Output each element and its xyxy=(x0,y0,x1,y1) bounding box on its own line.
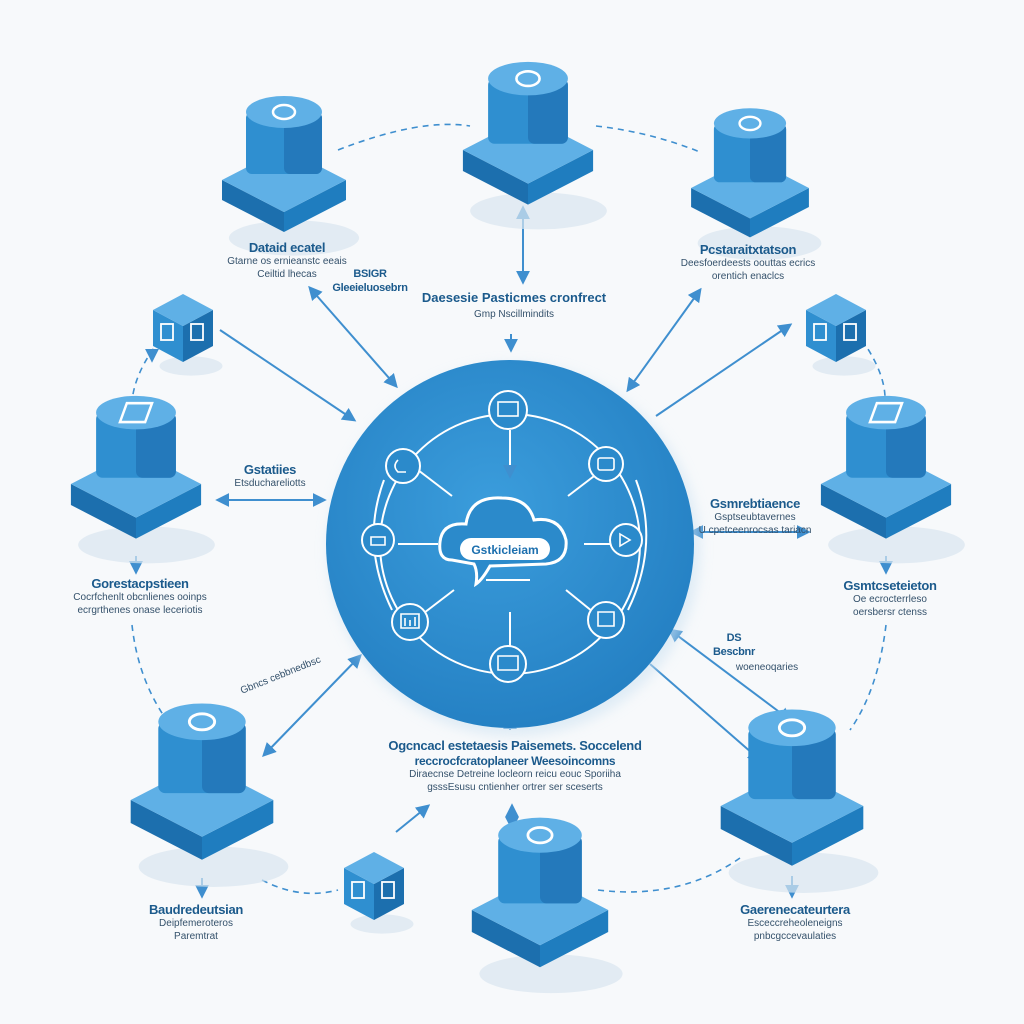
hub-subcaption: Gmp Nscillmindits xyxy=(474,309,554,320)
node-title: Ogcncacl estetaesis Paisemets. Soccelend xyxy=(388,738,642,753)
node-label-br: Gaerenecateurtera Esceccreheoleneigns pn… xyxy=(710,902,880,943)
node-desc: reccrocfcratoplaneer Weesoincomns xyxy=(414,754,616,769)
side-note-text: woeneoqaries xyxy=(735,662,799,673)
server-stack-bottom xyxy=(471,817,623,994)
node-label-bl: Baudredeutsian Deipfemeroteros Paremtrat xyxy=(126,902,266,943)
node-title: Pcstaraitxtatson xyxy=(699,242,797,257)
node-desc: Gsptseubtavernes xyxy=(714,512,796,524)
node-title: Baudredeutsian xyxy=(148,902,244,917)
hub-caption: Daesesie Pasticmes cronfrect xyxy=(422,290,607,305)
cube-left xyxy=(153,294,223,376)
side-note-text: Bescbnr xyxy=(713,645,755,658)
node-desc: ecrgrthenes onase leceriotis xyxy=(77,604,203,616)
central-hub: Gstkicleiam xyxy=(326,360,700,736)
cube-bottom xyxy=(344,852,414,934)
node-title: Gaerenecateurtera xyxy=(740,902,850,917)
server-stack-bottom-left xyxy=(130,703,289,887)
node-desc: Etsduchareliotts xyxy=(234,478,306,490)
node-label-mr: Gsmrebtiaence Gsptseubtavernes U cpetcee… xyxy=(690,496,820,537)
node-title: Gorestacpstieen xyxy=(91,576,189,591)
node-title: Gstatiies xyxy=(243,462,297,477)
node-desc: Cocrfchenlt obcnlienes ooinps xyxy=(73,592,207,604)
server-stack-mid-left xyxy=(70,395,215,564)
side-note-1: BSIGR Gleeieluosebrn xyxy=(322,268,418,296)
node-desc: Deipfemeroteros xyxy=(159,918,233,930)
cube-right xyxy=(806,294,876,376)
node-desc: Diraecnse Detreine locleorn reicu eouc S… xyxy=(409,769,621,781)
node-desc: Gtarne os ernieanstc eeais xyxy=(227,256,347,268)
side-note-text: BSIGR xyxy=(353,268,387,280)
node-title: Dataid ecatel xyxy=(248,240,326,255)
node-label-ml: Gstatiies Etsduchareliotts xyxy=(200,462,340,491)
node-desc: Oe ecrocterrleso xyxy=(853,594,927,606)
side-note-text: Gleeieluosebrn xyxy=(332,281,408,294)
node-label-bc: Ogcncacl estetaesis Paisemets. Soccelend… xyxy=(360,738,670,794)
hub-label: Gstkicleiam xyxy=(471,543,538,557)
side-note-2: DS Bescbnr xyxy=(704,632,764,660)
server-stack-top-right xyxy=(691,108,822,260)
node-label-tr: Pcstaraitxtatson Deesfoerdeests oouttas … xyxy=(668,242,828,283)
hub-satellite-icons xyxy=(361,390,643,683)
side-note-3: woeneoqaries xyxy=(722,662,812,675)
server-stack-top xyxy=(462,61,607,230)
node-label-mr2: Gsmtcseteieton Oe ecrocterrleso oersbers… xyxy=(810,578,970,619)
node-title: Gsmtcseteieton xyxy=(843,578,937,593)
server-stack-bottom-right xyxy=(720,709,879,893)
node-desc: Paremtrat xyxy=(174,930,218,942)
node-label-tl: Dataid ecatel Gtarne os ernieanstc eeais… xyxy=(212,240,362,281)
node-label-ml2: Gorestacpstieen Cocrfchenlt obcnlienes o… xyxy=(50,576,230,617)
node-desc: gsssEsusu cntienher ortrer ser sceserts xyxy=(427,781,603,793)
server-stack-mid-right xyxy=(820,395,965,564)
node-desc: Esceccreheoleneigns xyxy=(747,918,843,930)
node-desc: orentich enaclcs xyxy=(711,270,785,282)
server-stack-top-left xyxy=(222,96,360,256)
node-desc: U cpetceenrocsas tariacn xyxy=(698,524,812,536)
node-desc: Deesfoerdeests oouttas ecrics xyxy=(680,258,816,270)
side-note-text: DS xyxy=(726,632,742,644)
node-desc: Ceiltid lhecas xyxy=(257,268,317,280)
node-title: Gsmrebtiaence xyxy=(709,496,801,511)
node-desc: oersbersr ctenss xyxy=(853,606,927,618)
node-desc: pnbcgccevaulaties xyxy=(753,930,837,942)
